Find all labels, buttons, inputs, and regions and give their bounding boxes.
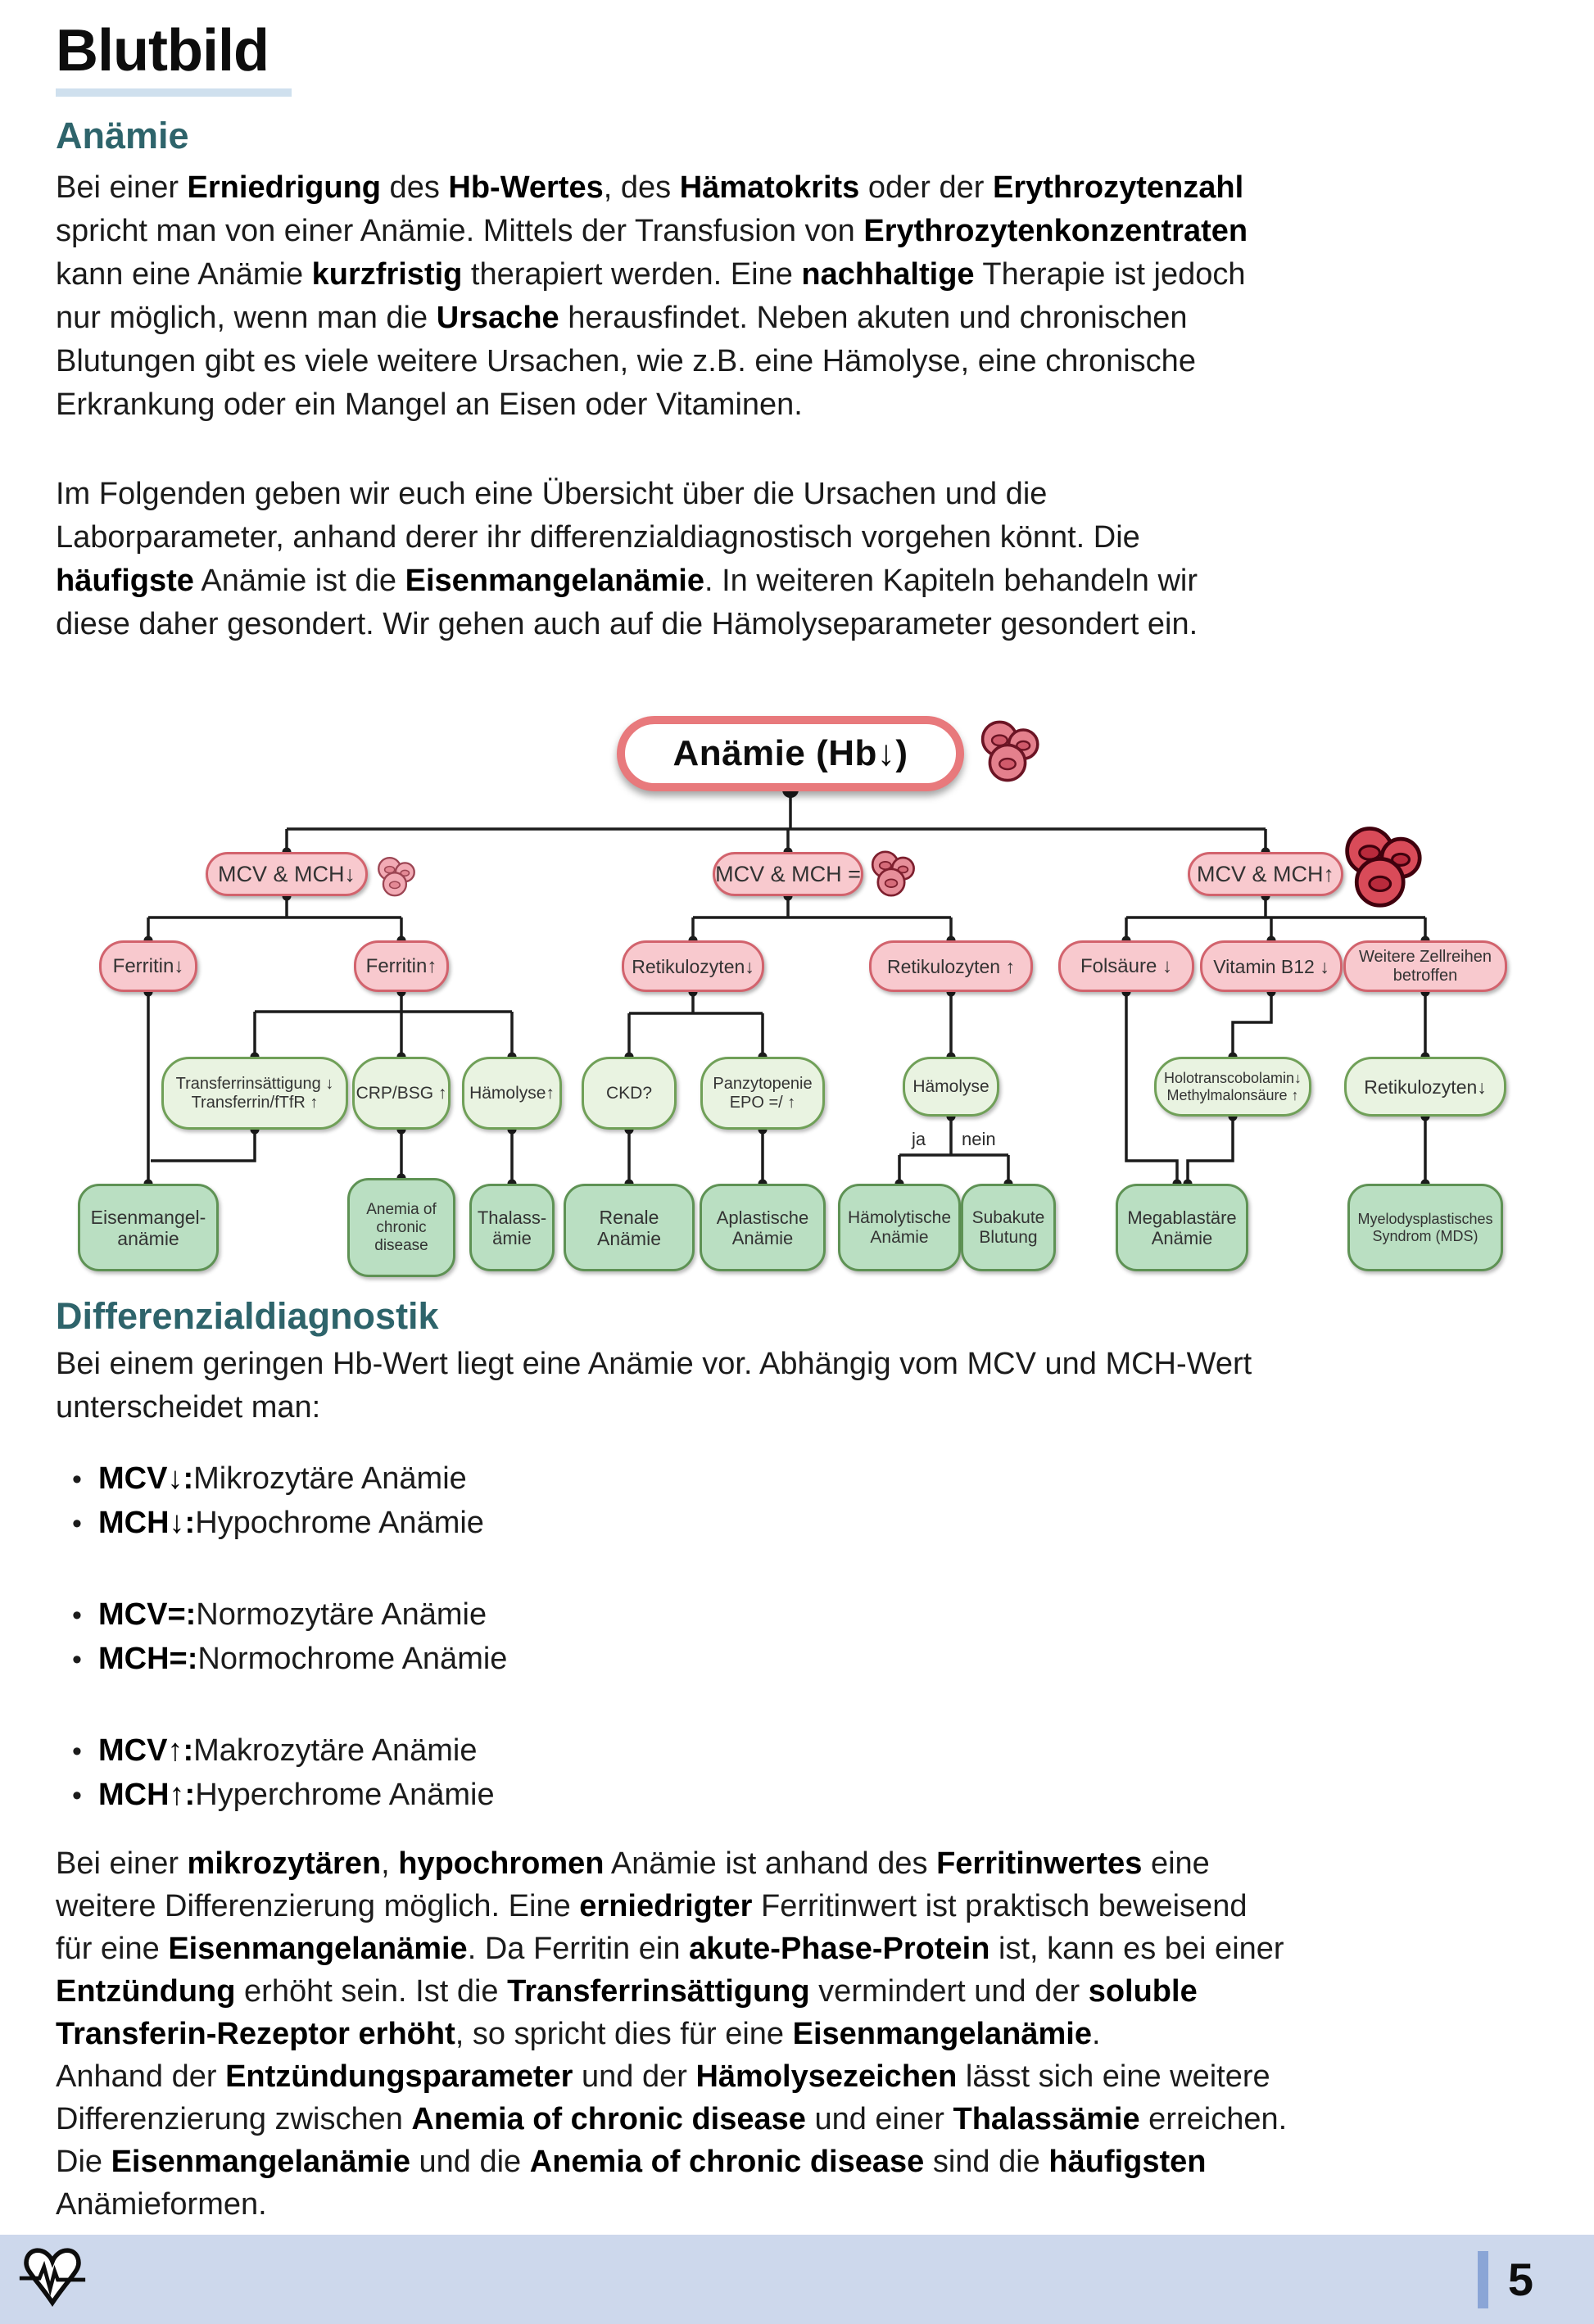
bullet-item: •MCV↓: Mikrozytäre Anämie	[56, 1457, 1538, 1502]
text-line: Blutungen gibt es viele weitere Ursachen…	[56, 344, 1196, 379]
flowchart-node-crp-bsg: CRP/BSG ↑	[352, 1057, 451, 1130]
text-line: nur möglich, wenn man die Ursache heraus…	[56, 301, 1188, 336]
branch-label-nein: nein	[962, 1129, 996, 1150]
text-line: häufigste Anämie ist die Eisenmangelanäm…	[56, 564, 1198, 599]
flowchart-node-thalassaemie: Thalass-ämie	[469, 1184, 555, 1272]
flowchart-node-anaemie-root: Anämie (Hb↓)	[617, 716, 964, 792]
lower-content: Differenzialdiagnostik Bei einem geringe…	[0, 1297, 1594, 2225]
text-line: Entzündung erhöht sein. Ist die Transfer…	[56, 1973, 1198, 2009]
flowchart-node-haemolyse-high: Hämolyse↑	[462, 1057, 562, 1130]
bullet-marker: •	[72, 1779, 82, 1811]
bullet-item: •MCV↑: Makrozytäre Anämie	[56, 1729, 1538, 1774]
text-line: Im Folgenden geben wir euch eine Übersic…	[56, 477, 1048, 512]
bullet-marker: •	[72, 1643, 82, 1675]
flowchart-node-folsaeure-low: Folsäure ↓	[1058, 940, 1194, 993]
flowchart-node-ferritin-low: Ferritin↓	[99, 940, 197, 993]
page-number-group: 5	[1477, 2250, 1533, 2308]
flowchart-node-haemolyse: Hämolyse	[903, 1057, 999, 1117]
bullet-item: •MCH↑: Hyperchrome Anämie	[56, 1774, 1538, 1818]
page-number-separator	[1477, 2250, 1488, 2308]
text-line: Anhand der Entzündungsparameter und der …	[56, 2059, 1270, 2094]
paragraph-diff-intro: Bei einem geringen Hb-Wert liegt eine An…	[56, 1343, 1538, 1429]
text-line: Die Eisenmangelanämie und die Anemia of …	[56, 2144, 1207, 2179]
red-blood-cells-icon	[378, 857, 415, 897]
paragraph-anaemie-1: Bei einer Erniedrigung des Hb-Wertes, de…	[56, 166, 1538, 427]
bullet-item: •MCH=: Normochrome Anämie	[56, 1638, 1538, 1682]
red-blood-cells-icon	[980, 720, 1039, 782]
flowchart-node-ferritin-high: Ferritin↑	[354, 940, 449, 993]
anaemie-flowchart: Anämie (Hb↓) MCV & MCH↓ MCV & MCH = MCV & M…	[0, 704, 1594, 1278]
page-number: 5	[1507, 2254, 1533, 2305]
paragraph-anaemie-2: Im Folgenden geben wir euch eine Übersic…	[56, 473, 1538, 646]
flowchart-node-retikulozyten-low-2: Retikulozyten↓	[1344, 1057, 1506, 1117]
bullet-marker: •	[72, 1735, 82, 1767]
title-underline	[56, 88, 292, 97]
flowchart-node-mcv-mch-eq: MCV & MCH =	[713, 852, 863, 897]
page-title: Blutbild	[56, 18, 269, 84]
text-line: weitere Differenzierung möglich. Eine er…	[56, 1888, 1248, 1923]
text-line: Bei einer Erniedrigung des Hb-Wertes, de…	[56, 170, 1244, 206]
text-line: Laborparameter, anhand derer ihr differe…	[56, 520, 1140, 555]
flowchart-node-eisenmangelanaemie: Eisenmangel-anämie	[78, 1184, 219, 1272]
text-line: Erkrankung oder ein Mangel an Eisen oder…	[56, 387, 803, 423]
flowchart-node-mcv-mch-low: MCV & MCH↓	[206, 852, 368, 897]
flowchart-node-ckd: CKD?	[582, 1057, 677, 1130]
paragraph-diff-outro: Bei einer mikrozytären, hypochromen Anäm…	[56, 1842, 1538, 2226]
heartbeat-logo-icon	[19, 2248, 86, 2307]
bullet-item: •MCH↓: Hypochrome Anämie	[56, 1502, 1538, 1546]
text-line: diese daher gesondert. Wir gehen auch au…	[56, 607, 1198, 642]
upper-content: Blutbild Anämie Bei einer Erniedrigung d…	[0, 21, 1594, 646]
red-blood-cells-icon	[871, 850, 915, 897]
footer-band: 5	[0, 2235, 1594, 2324]
section-heading-differenzialdiagnostik: Differenzialdiagnostik	[56, 1295, 439, 1338]
red-blood-cells-icon	[1345, 827, 1422, 908]
text-line: unterscheidet man:	[56, 1389, 321, 1425]
text-line: Differenzierung zwischen Anemia of chron…	[56, 2101, 1288, 2136]
mcv-mch-bullet-list: •MCV↓: Mikrozytäre Anämie•MCH↓: Hypochro…	[56, 1457, 1538, 1818]
text-line: spricht man von einer Anämie. Mittels de…	[56, 214, 1248, 249]
branch-label-ja: ja	[912, 1129, 926, 1150]
flowchart-node-transferrin: Transferrinsättigung ↓Transferrin/fTfR ↑	[161, 1057, 348, 1130]
bullet-marker: •	[72, 1463, 82, 1495]
text-line: Bei einem geringen Hb-Wert liegt eine An…	[56, 1346, 1252, 1381]
text-line: kann eine Anämie kurzfristig therapiert …	[56, 257, 1246, 292]
section-heading-anaemie: Anämie	[56, 115, 189, 156]
bullet-marker: •	[72, 1599, 82, 1631]
text-line: für eine Eisenmangelanämie. Da Ferritin …	[56, 1931, 1284, 1966]
text-line: Bei einer mikrozytären, hypochromen Anäm…	[56, 1846, 1210, 1881]
bullet-marker: •	[72, 1507, 82, 1539]
flowchart-node-retikulozyten-high: Retikulozyten ↑	[869, 940, 1033, 993]
flowchart-node-vitamin-b12-low: Vitamin B12 ↓	[1200, 940, 1343, 993]
flowchart-node-holotranscobolamin: Holotranscobolamin↓Methylmalonsäure ↑	[1154, 1057, 1311, 1117]
flowchart-node-mcv-mch-high: MCV & MCH↑	[1188, 852, 1343, 897]
text-line: Anämieformen.	[56, 2186, 267, 2222]
text-line: Transferin-Rezeptor erhöht, so spricht d…	[56, 2016, 1101, 2051]
flowchart-node-retikulozyten-low: Retikulozyten↓	[622, 940, 764, 993]
bullet-item: •MCV=: Normozytäre Anämie	[56, 1593, 1538, 1638]
